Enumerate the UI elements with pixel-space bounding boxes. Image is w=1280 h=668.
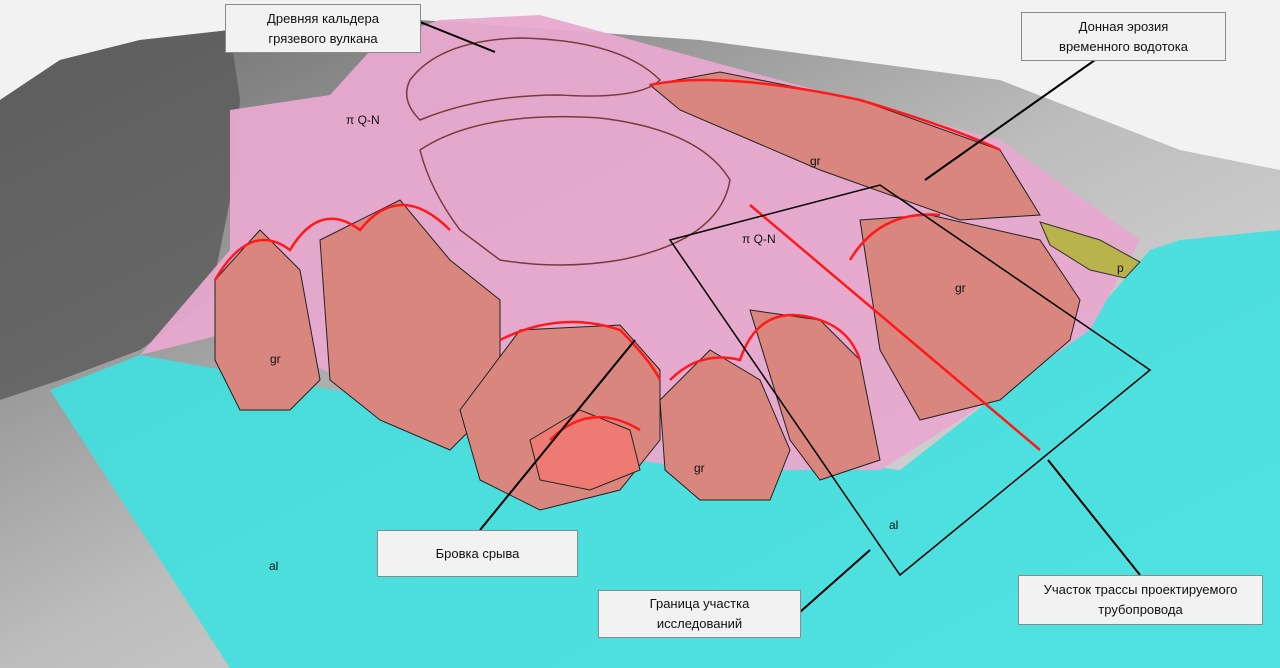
scarp-lines <box>213 78 1041 451</box>
label-gr-1: gr <box>810 154 821 168</box>
callout-boundary: Граница участка исследований <box>598 590 801 638</box>
callout-erosion: Донная эрозия временного водотока <box>1021 12 1226 61</box>
callout-caldera: Древняя кальдера грязевого вулкана <box>225 4 421 53</box>
label-pi-qn-2: π Q-N <box>742 232 776 246</box>
callout-pipeline: Участок трассы проектируемого трубопрово… <box>1018 575 1263 625</box>
callout-arrows <box>419 21 1141 613</box>
callout-boundary-line1: Граница участка <box>649 596 750 611</box>
callout-erosion-line1: Донная эрозия <box>1078 18 1169 34</box>
callout-caldera-line1: Древняя кальдера <box>267 10 379 26</box>
label-al-1: al <box>269 559 279 573</box>
callout-pipeline-line1: Участок трассы проектируемого <box>1043 582 1238 597</box>
callout-caldera-line2: грязевого вулкана <box>268 30 378 46</box>
callout-pipeline-line2: трубопровода <box>1098 602 1183 617</box>
label-al-2: al <box>889 518 899 532</box>
label-gr-3: gr <box>270 352 281 366</box>
label-gr-2: gr <box>955 281 966 295</box>
label-p: p <box>1117 261 1124 275</box>
study-area-boundary <box>668 184 1152 577</box>
callout-scarp-line1: Бровка срыва <box>435 545 520 561</box>
callout-scarp: Бровка срыва <box>377 530 578 577</box>
caldera-rims <box>405 37 731 266</box>
callout-boundary-line2: исследований <box>656 616 743 631</box>
label-gr-4: gr <box>694 461 705 475</box>
label-pi-qn-1: π Q-N <box>346 113 380 127</box>
callout-erosion-line2: временного водотока <box>1059 38 1188 54</box>
terrain-dark-slope <box>0 30 240 400</box>
proluvium-zone <box>1039 221 1141 279</box>
